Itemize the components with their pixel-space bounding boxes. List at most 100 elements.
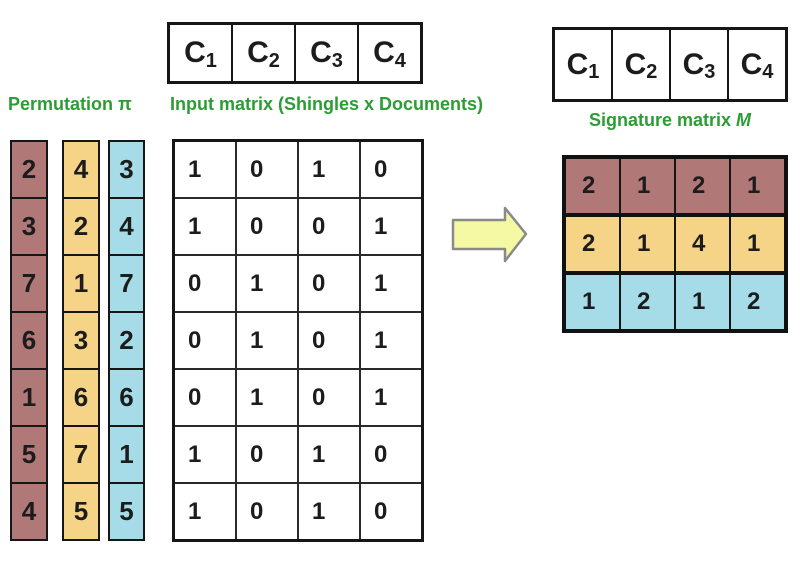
input-matrix-row: 1 0 1 0: [175, 484, 421, 539]
perm-cell: 2: [12, 142, 46, 199]
matrix-cell: 1: [237, 370, 299, 425]
perm-cell: 3: [12, 199, 46, 256]
permutation-label: Permutation π: [8, 94, 132, 114]
perm-cell: 4: [21, 496, 37, 526]
matrix-cell: 1: [374, 269, 388, 297]
matrix-cell: 0: [237, 484, 299, 539]
perm-cell: 6: [110, 370, 143, 427]
right-arrow-icon: [451, 206, 528, 263]
input-matrix-row: 0 1 0 1: [175, 313, 421, 370]
perm-cell: 7: [110, 256, 143, 313]
matrix-cell: 0: [175, 256, 237, 311]
matrix-cell: 0: [299, 256, 361, 311]
header-subscript: 2: [268, 49, 280, 72]
matrix-cell: 2: [566, 159, 621, 213]
header-subscript: 2: [646, 61, 658, 83]
header-label: C: [624, 47, 647, 81]
header-label: C: [184, 36, 206, 69]
input-matrix-row: 1 0 0 1: [175, 199, 421, 256]
matrix-cell: 2: [747, 288, 761, 315]
input-matrix-row: 1 0 1 0: [175, 427, 421, 484]
perm-cell: 6: [64, 370, 98, 427]
perm-cell: 5: [73, 496, 89, 526]
perm-cell: 6: [12, 313, 46, 370]
signature-label-text: Signature matrix: [588, 110, 737, 130]
signature-matrix: 2 1 2 1 2 1 4 1 1 2 1 2: [562, 155, 788, 333]
signature-matrix-label: Signature matrix M: [552, 110, 788, 131]
permutation-column-2: 4 2 1 3 6 7 5: [62, 140, 100, 541]
matrix-cell: 1: [175, 427, 237, 482]
signature-label-m: M: [736, 110, 752, 130]
matrix-cell: 0: [237, 142, 299, 197]
perm-cell: 5: [119, 496, 134, 526]
header-label: C: [740, 47, 763, 81]
perm-cell: 7: [64, 427, 98, 484]
matrix-cell: 1: [676, 275, 731, 329]
matrix-cell: 0: [237, 199, 299, 254]
matrix-cell: 2: [621, 275, 676, 329]
matrix-cell: 1: [299, 484, 361, 539]
matrix-cell: 1: [374, 383, 388, 411]
header-subscript: 3: [331, 49, 343, 72]
matrix-cell: 1: [175, 199, 237, 254]
signature-row-2: 2 1 4 1: [566, 217, 784, 275]
header-label: C: [566, 47, 589, 81]
matrix-cell: 0: [237, 427, 299, 482]
perm-cell: 3: [110, 142, 143, 199]
perm-cell: 4: [110, 199, 143, 256]
signature-row-1: 2 1 2 1: [566, 159, 784, 217]
matrix-cell: 0: [299, 313, 361, 368]
matrix-cell: 0: [299, 370, 361, 425]
matrix-cell: 1: [299, 427, 361, 482]
matrix-cell: 1: [566, 275, 621, 329]
matrix-cell: 0: [175, 370, 237, 425]
matrix-cell: 0: [374, 497, 388, 525]
matrix-cell: 0: [374, 440, 388, 468]
matrix-cell: 1: [374, 326, 388, 354]
matrix-cell: 1: [237, 313, 299, 368]
matrix-cell: 1: [237, 256, 299, 311]
matrix-cell: 1: [747, 172, 761, 199]
input-matrix: 1 0 1 0 1 0 0 1 0 1 0 1 0 1 0 1 0 1 0 1: [172, 139, 424, 542]
perm-cell: 5: [12, 427, 46, 484]
matrix-cell: 2: [676, 159, 731, 213]
header-label: C: [247, 36, 269, 69]
perm-cell: 1: [12, 370, 46, 427]
input-matrix-row: 1 0 1 0: [175, 142, 421, 199]
permutation-column-1: 2 3 7 6 1 5 4: [10, 140, 48, 541]
header-subscript: 3: [704, 61, 716, 83]
header-subscript: 1: [588, 61, 600, 83]
header-label: C: [373, 36, 395, 69]
matrix-cell: 2: [566, 217, 621, 271]
input-matrix-label: Input matrix (Shingles x Documents): [170, 94, 484, 114]
perm-cell: 2: [64, 199, 98, 256]
matrix-cell: 1: [374, 212, 388, 240]
perm-cell: 3: [64, 313, 98, 370]
input-matrix-row: 0 1 0 1: [175, 256, 421, 313]
perm-cell: 7: [12, 256, 46, 313]
perm-cell: 2: [110, 313, 143, 370]
perm-cell: 1: [110, 427, 143, 484]
header-label: C: [682, 47, 705, 81]
matrix-cell: 0: [175, 313, 237, 368]
header-label: C: [310, 36, 332, 69]
perm-cell: 4: [64, 142, 98, 199]
header-subscript: 4: [762, 61, 774, 83]
matrix-cell: 1: [175, 484, 237, 539]
matrix-cell: 0: [374, 155, 388, 183]
matrix-cell: 1: [175, 142, 237, 197]
matrix-cell: 0: [299, 199, 361, 254]
matrix-cell: 1: [299, 142, 361, 197]
input-matrix-row: 0 1 0 1: [175, 370, 421, 427]
signature-row-3: 1 2 1 2: [566, 275, 784, 329]
